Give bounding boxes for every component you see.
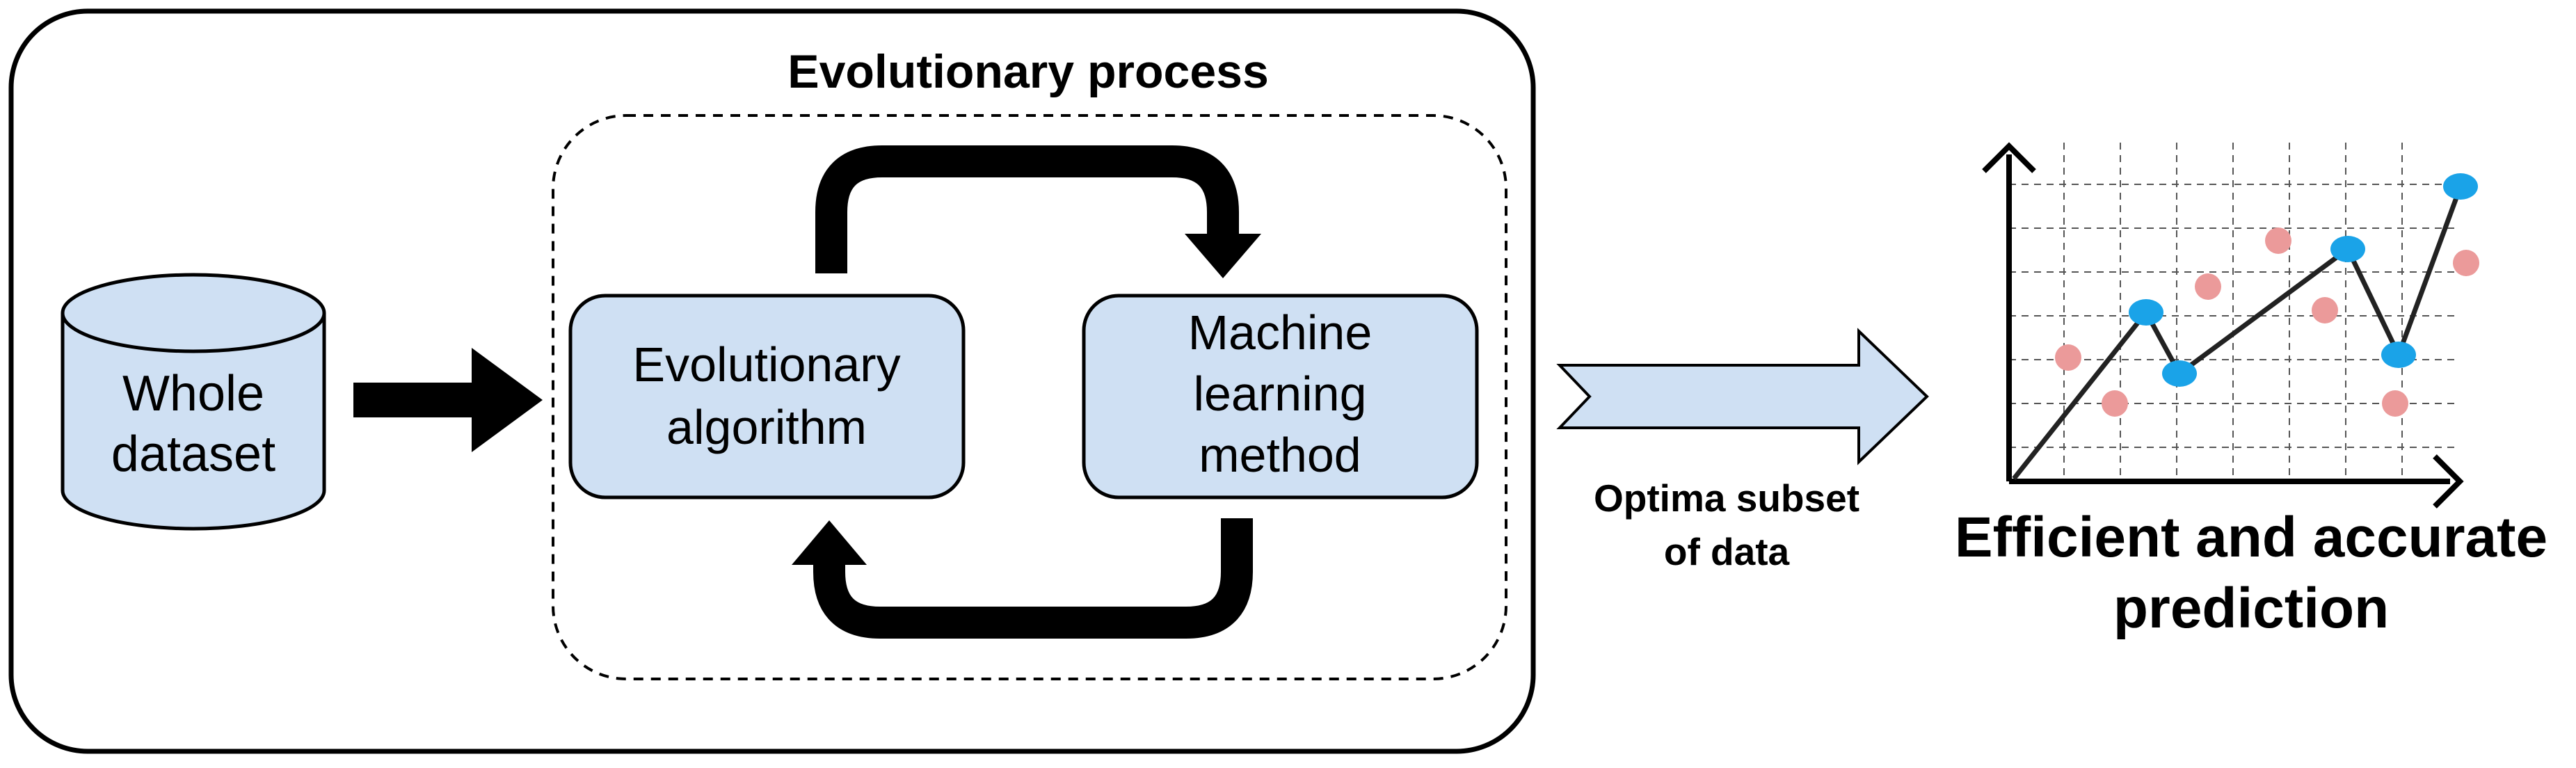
loop-arrow-bottom — [792, 518, 1253, 639]
outer-process-frame — [8, 8, 1536, 754]
database-cylinder-icon — [61, 273, 326, 531]
selected-points — [2129, 173, 2478, 387]
ml-method-label-line1: Machine — [1188, 305, 1373, 360]
line-chart-icon — [1982, 142, 2479, 509]
ml-method-box — [1082, 294, 1479, 499]
prediction-label-line1: Efficient and accurate — [1955, 506, 2547, 569]
evolutionary-algorithm-label-line2: algorithm — [666, 400, 867, 454]
chart-grid — [2009, 143, 2459, 481]
selected-point — [2381, 342, 2416, 368]
selected-point — [2330, 236, 2365, 262]
loop-arrow-top — [815, 145, 1261, 278]
chart-y-axis-arrowhead — [1982, 142, 2036, 173]
selected-point — [2129, 299, 2163, 326]
unselected-point — [2102, 390, 2128, 417]
selected-point — [2443, 173, 2478, 200]
output-arrow — [1556, 328, 1929, 465]
unselected-point — [2195, 273, 2221, 300]
output-arrow-label-line2: of data — [1664, 530, 1790, 573]
unselected-point — [2312, 297, 2338, 323]
unselected-point — [2055, 344, 2081, 371]
chart-x-axis-arrowhead — [2433, 454, 2464, 509]
evolution-loop-frame — [552, 114, 1507, 680]
dataset-label-line2: dataset — [111, 426, 275, 482]
ml-method-label-line3: method — [1199, 428, 1361, 482]
ml-method-label-line2: learning — [1193, 367, 1366, 421]
unselected-point — [2453, 250, 2479, 276]
evolutionary-algorithm-box — [568, 294, 966, 499]
input-arrow — [353, 348, 543, 452]
process-title: Evolutionary process — [787, 45, 1269, 98]
unselected-point — [2382, 390, 2408, 417]
selected-point — [2162, 360, 2197, 387]
prediction-line — [2012, 185, 2463, 481]
unselected-points — [2055, 227, 2479, 417]
prediction-label-line2: prediction — [2113, 577, 2389, 640]
unselected-point — [2265, 227, 2291, 254]
evolutionary-algorithm-label-line1: Evolutionary — [632, 337, 900, 392]
output-arrow-label-line1: Optima subset — [1594, 477, 1859, 520]
dataset-label-line1: Whole — [122, 366, 264, 422]
